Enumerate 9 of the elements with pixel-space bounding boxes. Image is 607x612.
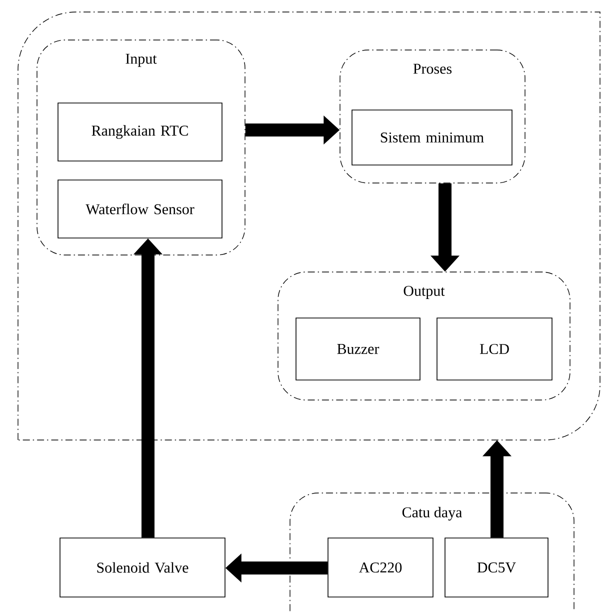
block-box: Sistem minimum bbox=[352, 110, 512, 166]
block-box: Buzzer bbox=[296, 318, 420, 380]
block-box: AC220 bbox=[328, 538, 434, 598]
block-box: Solenoid Valve bbox=[60, 538, 226, 598]
outer-frame bbox=[18, 12, 600, 440]
block-box: DC5V bbox=[444, 538, 548, 598]
block-box: Waterflow Sensor bbox=[58, 180, 222, 238]
block-box: LCD bbox=[436, 318, 552, 380]
block-box: Rangkaian RTC bbox=[58, 102, 222, 162]
